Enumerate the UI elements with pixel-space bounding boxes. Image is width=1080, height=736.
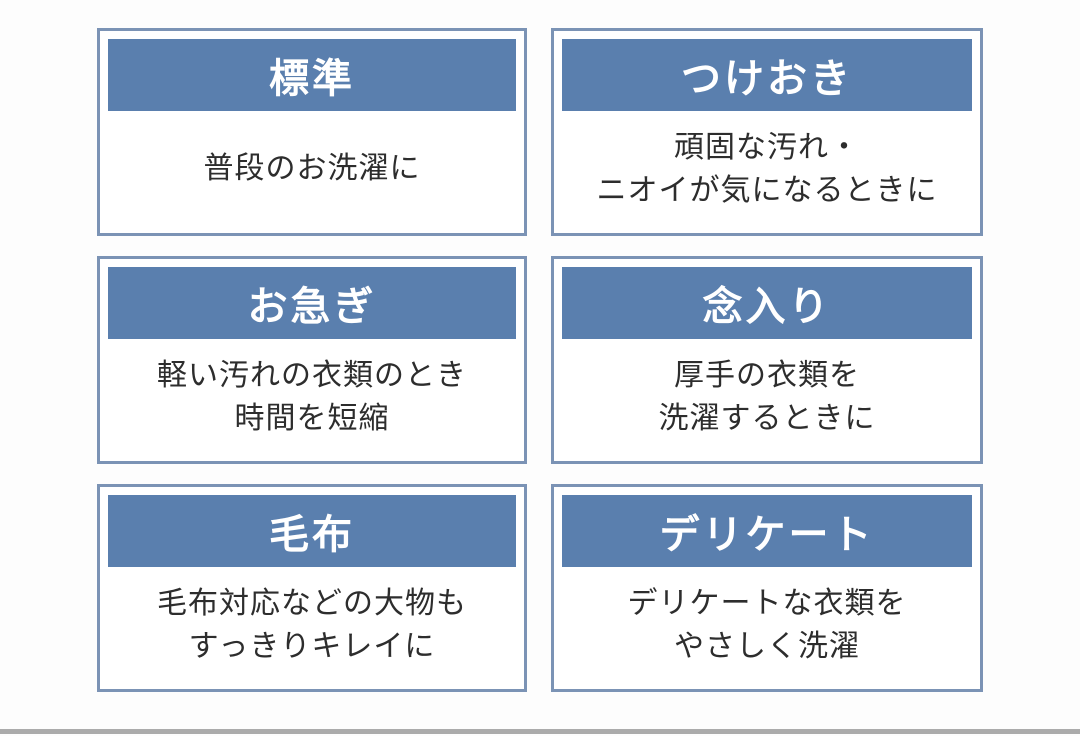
course-card-soak: つけおき 頑固な汚れ・ ニオイが気になるときに — [551, 28, 983, 236]
course-grid: 標準 普段のお洗濯に つけおき 頑固な汚れ・ ニオイが気になるときに お急ぎ 軽… — [97, 28, 983, 692]
course-title: つけおき — [681, 57, 853, 101]
course-card-header: 毛布 — [108, 495, 516, 567]
course-card-header: 標準 — [108, 39, 516, 111]
course-card-description: 普段のお洗濯に — [203, 152, 421, 186]
course-card-description: 頑固な汚れ・ ニオイが気になるときに — [596, 130, 938, 208]
course-title: 毛布 — [269, 513, 355, 557]
course-card-delicate: デリケート デリケートな衣類を やさしく洗濯 — [551, 484, 983, 692]
course-card-description: 軽い汚れの衣類のとき 時間を短縮 — [157, 358, 467, 436]
course-title: お急ぎ — [247, 285, 377, 329]
course-card-description: デリケートな衣類を やさしく洗濯 — [627, 586, 907, 664]
course-card-quick: お急ぎ 軽い汚れの衣類のとき 時間を短縮 — [97, 256, 527, 464]
course-card-description: 毛布対応などの大物も すっきりキレイに — [157, 586, 467, 664]
course-card-description: 厚手の衣類を 洗濯するときに — [658, 358, 876, 436]
course-card-header: つけおき — [562, 39, 972, 111]
course-card-header: デリケート — [562, 495, 972, 567]
course-title: 標準 — [269, 57, 355, 101]
course-title: デリケート — [659, 513, 875, 557]
course-card-standard: 標準 普段のお洗濯に — [97, 28, 527, 236]
course-card-thorough: 念入り 厚手の衣類を 洗濯するときに — [551, 256, 983, 464]
bottom-divider-bar — [0, 729, 1080, 734]
course-card-header: お急ぎ — [108, 267, 516, 339]
course-title: 念入り — [702, 285, 832, 329]
course-card-blanket: 毛布 毛布対応などの大物も すっきりキレイに — [97, 484, 527, 692]
course-card-header: 念入り — [562, 267, 972, 339]
